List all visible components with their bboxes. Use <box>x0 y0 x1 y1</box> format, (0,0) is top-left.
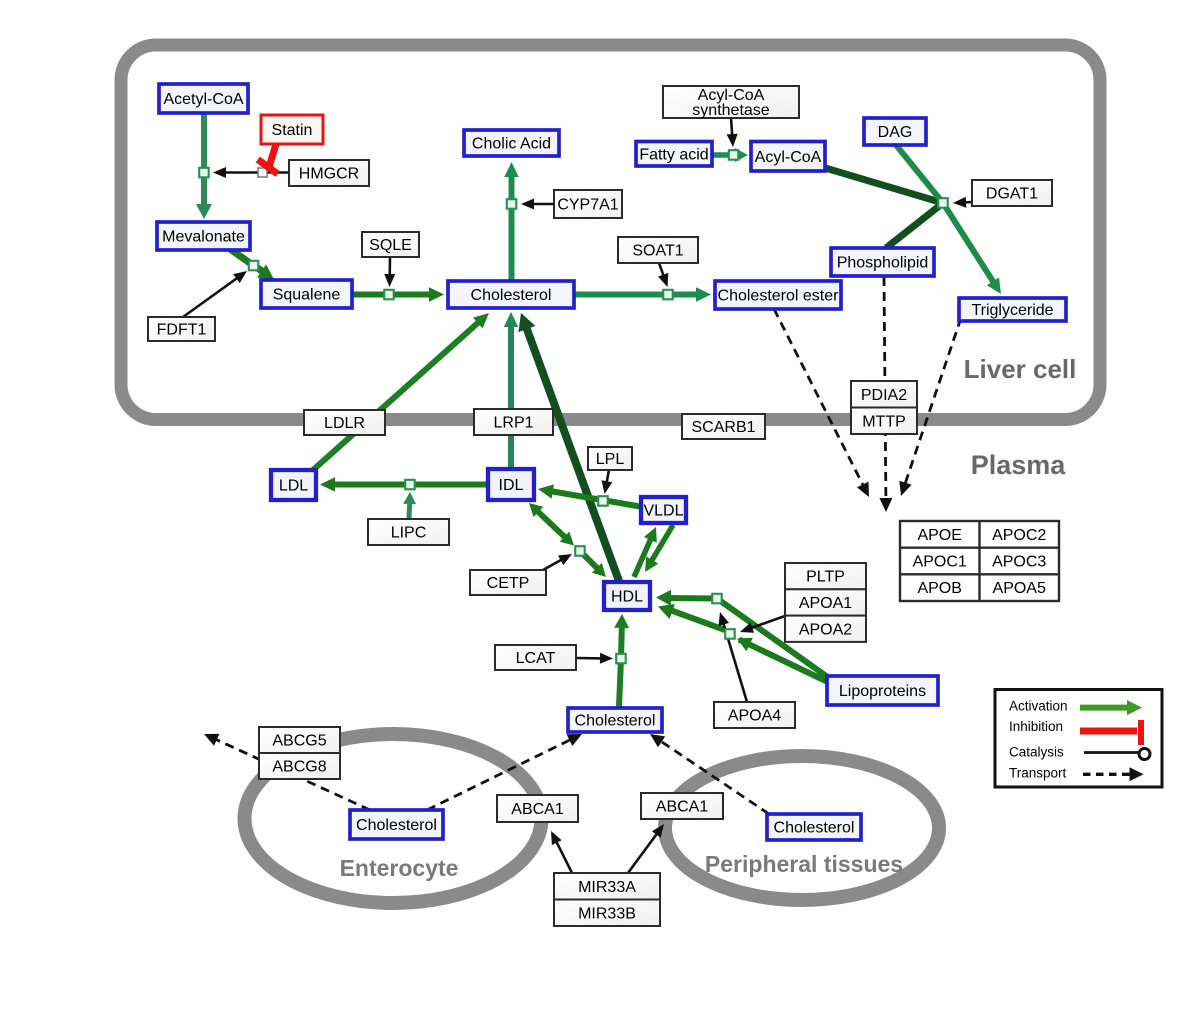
svg-text:Acyl-CoA: Acyl-CoA <box>698 87 765 104</box>
svg-text:PDIA2: PDIA2 <box>861 387 907 404</box>
svg-text:CYP7A1: CYP7A1 <box>557 197 618 214</box>
svg-text:APOA1: APOA1 <box>799 595 852 612</box>
svg-text:Lipoproteins: Lipoproteins <box>839 683 926 700</box>
svg-text:APOB: APOB <box>917 580 961 597</box>
svg-text:APOE: APOE <box>917 527 961 544</box>
svg-text:APOC3: APOC3 <box>992 554 1046 571</box>
svg-text:DAG: DAG <box>878 124 913 141</box>
svg-text:LPL: LPL <box>596 451 625 468</box>
svg-text:Activation: Activation <box>1009 699 1068 714</box>
svg-text:Acetyl-CoA: Acetyl-CoA <box>163 91 243 108</box>
svg-text:Mevalonate: Mevalonate <box>162 229 245 246</box>
svg-text:APOA5: APOA5 <box>993 580 1046 597</box>
svg-text:MIR33B: MIR33B <box>578 905 636 922</box>
svg-text:synthetase: synthetase <box>692 102 769 119</box>
svg-text:SOAT1: SOAT1 <box>632 243 683 260</box>
svg-text:Transport: Transport <box>1009 766 1067 781</box>
svg-text:Phospholipid: Phospholipid <box>837 255 929 272</box>
svg-text:Enterocyte: Enterocyte <box>340 855 459 881</box>
svg-text:LRP1: LRP1 <box>493 415 533 432</box>
svg-text:Statin: Statin <box>272 122 313 139</box>
svg-text:Liver cell: Liver cell <box>964 354 1077 384</box>
svg-text:APOA4: APOA4 <box>728 708 781 725</box>
svg-text:CETP: CETP <box>487 575 530 592</box>
svg-text:Acyl-CoA: Acyl-CoA <box>755 149 822 166</box>
svg-text:Cholesterol: Cholesterol <box>774 820 855 837</box>
svg-text:Catalysis: Catalysis <box>1009 745 1064 760</box>
svg-text:FDFT1: FDFT1 <box>157 322 207 339</box>
svg-text:LDLR: LDLR <box>324 415 365 432</box>
svg-text:ABCG5: ABCG5 <box>272 733 326 750</box>
svg-text:DGAT1: DGAT1 <box>986 186 1038 203</box>
svg-text:Cholic Acid: Cholic Acid <box>472 136 551 153</box>
svg-text:ABCG8: ABCG8 <box>272 759 326 776</box>
svg-text:Inhibition: Inhibition <box>1009 719 1063 734</box>
svg-text:LIPC: LIPC <box>391 525 427 542</box>
svg-text:PLTP: PLTP <box>806 569 845 586</box>
svg-text:LDL: LDL <box>279 478 308 495</box>
svg-text:MIR33A: MIR33A <box>578 879 636 896</box>
svg-text:IDL: IDL <box>499 477 524 494</box>
svg-text:Cholesterol: Cholesterol <box>471 287 552 304</box>
svg-text:APOC1: APOC1 <box>913 554 967 571</box>
svg-text:Triglyceride: Triglyceride <box>971 302 1053 319</box>
svg-text:Cholesterol: Cholesterol <box>356 817 437 834</box>
svg-text:Squalene: Squalene <box>273 287 341 304</box>
svg-text:SCARB1: SCARB1 <box>691 419 755 436</box>
svg-text:Fatty acid: Fatty acid <box>639 146 708 163</box>
svg-text:SQLE: SQLE <box>369 237 412 254</box>
svg-text:ABCA1: ABCA1 <box>511 801 564 818</box>
svg-text:Peripheral tissues: Peripheral tissues <box>705 851 903 877</box>
svg-text:LCAT: LCAT <box>516 650 556 667</box>
svg-text:APOA2: APOA2 <box>799 621 852 638</box>
svg-text:HMGCR: HMGCR <box>299 166 359 183</box>
svg-text:ABCA1: ABCA1 <box>656 799 709 816</box>
svg-text:APOC2: APOC2 <box>992 527 1046 544</box>
svg-text:Plasma: Plasma <box>971 450 1067 480</box>
svg-text:HDL: HDL <box>611 589 643 606</box>
svg-text:Cholesterol: Cholesterol <box>575 713 656 730</box>
svg-text:MTTP: MTTP <box>862 413 906 430</box>
svg-text:Cholesterol ester: Cholesterol ester <box>718 288 840 305</box>
svg-text:VLDL: VLDL <box>643 503 683 520</box>
